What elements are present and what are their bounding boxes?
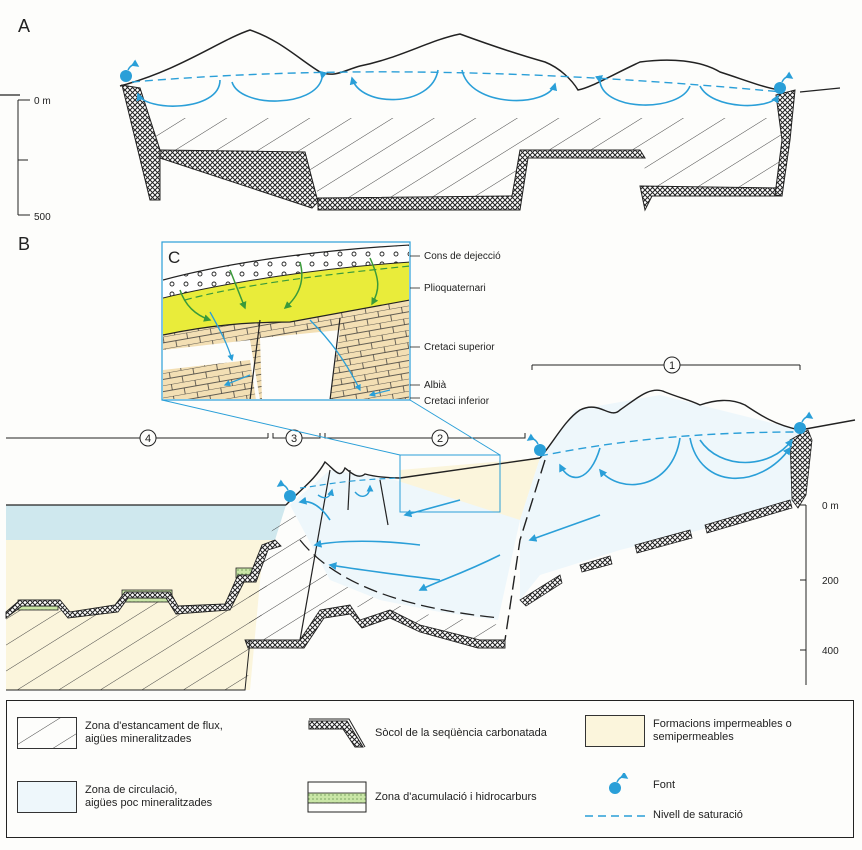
zone-3-label: 3 bbox=[291, 433, 297, 445]
depth-b-200: 200 bbox=[822, 576, 839, 587]
legend-label-water-table: Nivell de saturació bbox=[653, 809, 743, 821]
inset-c-labels: Cons de dejecció Plioquaternari Cretaci … bbox=[410, 251, 501, 407]
spring-drop-icon bbox=[794, 411, 814, 434]
legend-item-accumulation: Zona d'acumulació i hidrocarburs bbox=[307, 781, 537, 813]
zone-4-label: 4 bbox=[145, 433, 151, 445]
inset-label-cretaci-superior: Cretaci superior bbox=[424, 342, 495, 353]
depth-b-400: 400 bbox=[822, 646, 839, 657]
legend-label-circulation: Zona de circulació, aigües poc mineralit… bbox=[85, 784, 213, 809]
depth-scale-b: 0 m 200 400 bbox=[800, 501, 839, 685]
inset-label-plioquaternari: Plioquaternari bbox=[424, 283, 486, 294]
section-a-flow bbox=[120, 59, 794, 107]
zone-2-label: 2 bbox=[437, 433, 443, 445]
spring-drop-icon bbox=[774, 71, 794, 94]
section-a-relief bbox=[119, 29, 781, 91]
inset-connector bbox=[161, 399, 501, 513]
section-b-flow bbox=[276, 411, 814, 591]
zone-markers: 1 2 3 4 bbox=[139, 356, 681, 447]
water-table-a bbox=[131, 71, 783, 93]
legend-item-circulation: Zona de circulació, aigües poc mineralit… bbox=[17, 781, 212, 813]
spring-drop-icon bbox=[120, 59, 140, 82]
legend: Zona d'estancament de flux, aigües miner… bbox=[6, 700, 854, 838]
legend-label-impermeable: Formacions impermeables o semipermeables bbox=[653, 718, 792, 743]
legend-label-spring: Font bbox=[653, 778, 676, 791]
legend-label-stagnation: Zona d'estancament de flux, aigües miner… bbox=[85, 720, 223, 745]
spring-drop-icon bbox=[276, 479, 296, 502]
zone-1-label: 1 bbox=[669, 360, 675, 372]
section-b-geology bbox=[5, 389, 856, 691]
legend-item-stagnation: Zona d'estancament de flux, aigües miner… bbox=[17, 717, 223, 749]
section-b-relief bbox=[539, 389, 856, 459]
inset-c: C bbox=[161, 241, 411, 401]
inset-label-fans: Cons de dejecció bbox=[424, 251, 501, 262]
water-table-swatch bbox=[585, 814, 645, 817]
depth-a-500: 500 bbox=[34, 212, 51, 223]
section-a-geology bbox=[0, 29, 841, 212]
legend-item-impermeable: Formacions impermeables o semipermeables bbox=[585, 715, 792, 747]
inset-label-albia: Albià bbox=[424, 380, 447, 391]
section-label-c: C bbox=[168, 248, 180, 267]
depth-a-0: 0 m bbox=[34, 96, 51, 107]
zone-brackets bbox=[6, 364, 801, 439]
depth-scale-a: 0 m 500 bbox=[17, 96, 51, 223]
accumulation-swatch bbox=[307, 781, 367, 813]
impermeable-swatch bbox=[585, 715, 645, 747]
legend-label-basement: Sòcol de la seqüència carbonatada bbox=[375, 726, 547, 739]
inset-target-box bbox=[399, 454, 501, 513]
depth-b-0: 0 m bbox=[822, 501, 839, 512]
spring-drop-icon bbox=[526, 433, 546, 456]
legend-item-basement: Sòcol de la seqüència carbonatada bbox=[307, 717, 547, 749]
basement-swatch bbox=[308, 718, 366, 748]
spring-drop-icon bbox=[609, 773, 629, 794]
legend-item-water-table: Nivell de saturació bbox=[585, 809, 743, 822]
section-label-a: A bbox=[18, 16, 30, 36]
inset-label-cretaci-inferior: Cretaci inferior bbox=[424, 396, 490, 407]
stagnation-swatch bbox=[17, 717, 77, 749]
legend-label-accumulation: Zona d'acumulació i hidrocarburs bbox=[375, 790, 537, 803]
section-label-b: B bbox=[18, 234, 30, 254]
circulation-swatch bbox=[17, 781, 77, 813]
water-table-b bbox=[539, 431, 801, 457]
legend-item-spring: Font bbox=[585, 773, 675, 797]
